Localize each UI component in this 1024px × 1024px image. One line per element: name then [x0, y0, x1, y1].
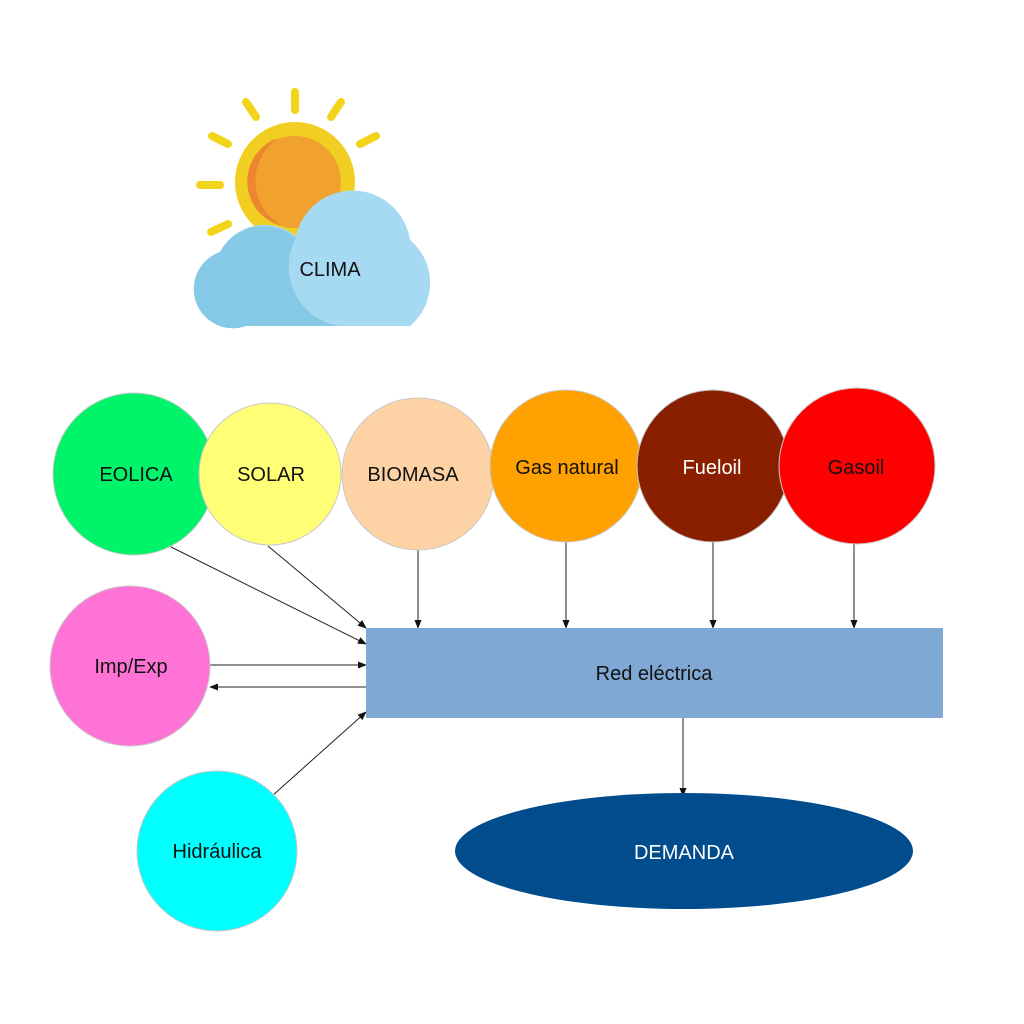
node-eolica-label: EOLICA — [99, 464, 173, 486]
node-gas-natural-label: Gas natural — [515, 457, 618, 479]
node-demanda-label: DEMANDA — [634, 842, 735, 864]
node-solar-shape — [198, 402, 342, 546]
edge-eolica-grid — [152, 537, 367, 645]
node-hidraulica-label: Hidráulica — [173, 841, 263, 863]
node-hidraulica-shape — [136, 770, 298, 932]
node-solar: SOLAR — [198, 402, 342, 546]
node-imp-exp-shape — [49, 585, 211, 747]
node-red-electrica: Red eléctrica — [366, 628, 943, 718]
node-demanda: DEMANDA — [455, 793, 913, 909]
sun-cloud-icon: CLIMA — [193, 88, 431, 329]
node-gas-natural: Gas natural — [489, 389, 643, 543]
edge-hidraulica-grid — [271, 711, 367, 797]
node-gasoil-shape — [778, 387, 936, 545]
node-biomasa-label: BIOMASA — [367, 464, 459, 486]
node-gasoil: Gasoil — [778, 387, 936, 545]
node-demanda-shape — [455, 793, 913, 909]
node-gasoil-label: Gasoil — [828, 457, 885, 479]
node-hidraulica: Hidráulica — [136, 770, 298, 932]
node-biomasa: BIOMASA — [341, 397, 495, 551]
cloud-shadow — [193, 226, 340, 329]
edges — [152, 537, 858, 797]
node-fueloil: Fueloil — [636, 389, 790, 543]
node-red-electrica-label: Red eléctrica — [596, 663, 714, 685]
edge-solar-grid — [267, 545, 367, 629]
climate-label: CLIMA — [299, 259, 361, 281]
node-imp-exp-label: Imp/Exp — [94, 656, 167, 678]
node-red-electrica-shape — [366, 628, 943, 718]
node-fueloil-label: Fueloil — [683, 457, 742, 479]
sun-rays — [196, 88, 380, 236]
node-imp-exp: Imp/Exp — [49, 585, 211, 747]
node-solar-label: SOLAR — [237, 464, 305, 486]
node-eolica: EOLICA — [52, 392, 216, 556]
